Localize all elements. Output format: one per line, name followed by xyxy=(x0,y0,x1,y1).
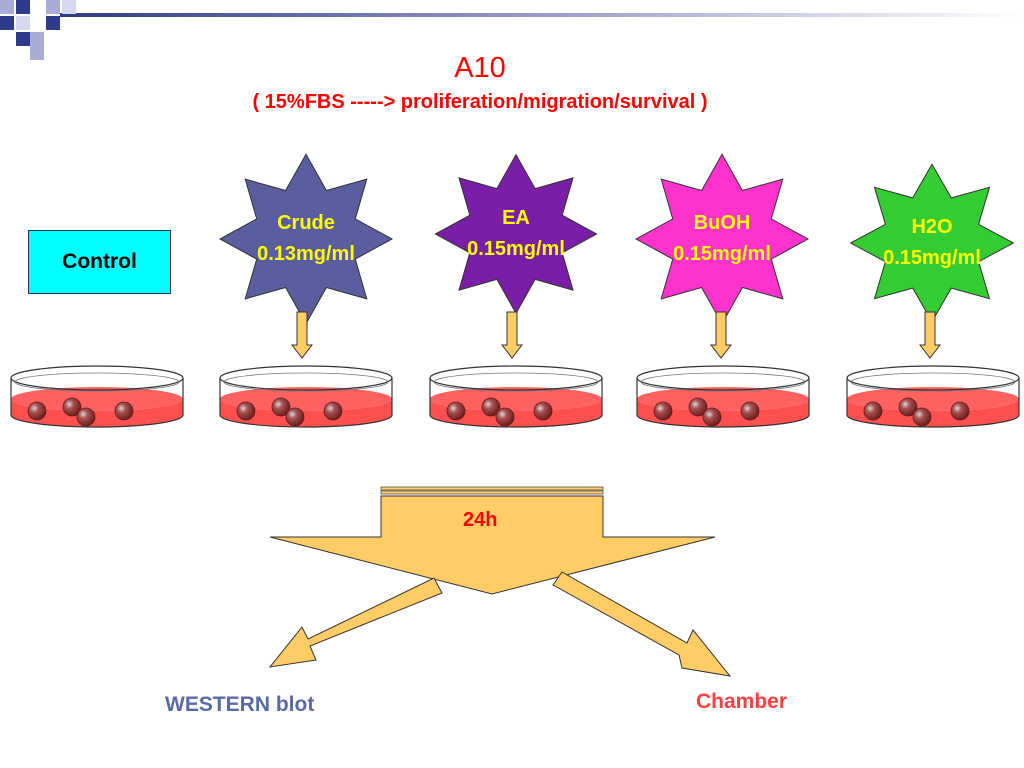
down-arrow xyxy=(918,311,942,359)
cell xyxy=(27,401,47,421)
cell xyxy=(898,397,918,417)
treatment-name: BuOH xyxy=(693,212,751,234)
control-label: Control xyxy=(62,250,137,273)
incubation-label: 24h xyxy=(463,509,498,531)
cell xyxy=(285,407,305,427)
header-line xyxy=(60,13,1024,17)
cell xyxy=(271,397,291,417)
petri-dish xyxy=(10,365,184,428)
petri-dish xyxy=(429,365,603,428)
cell xyxy=(688,397,708,417)
corner-square xyxy=(46,16,60,30)
cell xyxy=(653,401,673,421)
corner-square xyxy=(16,32,30,46)
treatment-dose: 0.15mg/ml xyxy=(467,238,565,260)
corner-square xyxy=(46,0,60,14)
corner-square xyxy=(62,0,76,14)
corner-square xyxy=(0,16,14,30)
cell xyxy=(446,401,466,421)
control-box: Control xyxy=(28,230,171,294)
treatment-name: EA xyxy=(502,207,530,229)
incubation-arrow xyxy=(269,486,716,595)
arrow-to-chamber xyxy=(552,571,732,677)
corner-square xyxy=(30,32,44,46)
cell xyxy=(863,401,883,421)
cell xyxy=(740,401,760,421)
corner-square xyxy=(16,16,30,30)
treatment-dose: 0.15mg/ml xyxy=(673,243,771,265)
down-arrow xyxy=(709,311,733,359)
corner-square xyxy=(30,46,44,60)
treatment-label: EA 0.15mg/ml xyxy=(426,203,606,265)
down-arrow xyxy=(500,311,524,359)
treatment-dose: 0.15mg/ml xyxy=(883,247,981,269)
treatment-name: Crude xyxy=(277,212,335,234)
cell xyxy=(702,407,722,427)
cell xyxy=(912,407,932,427)
corner-square xyxy=(16,0,30,14)
cell xyxy=(533,401,553,421)
treatment-label: H2O 0.15mg/ml xyxy=(842,212,1022,274)
cell xyxy=(114,401,134,421)
corner-square xyxy=(0,0,14,14)
cell xyxy=(950,401,970,421)
arrow-to-western xyxy=(268,577,443,668)
treatment-name: H2O xyxy=(911,216,953,238)
cell xyxy=(76,407,96,427)
cell xyxy=(323,401,343,421)
treatment-dose: 0.13mg/ml xyxy=(257,243,355,265)
petri-dish xyxy=(846,365,1020,428)
chamber-label: Chamber xyxy=(696,690,788,713)
treatment-label: BuOH 0.15mg/ml xyxy=(632,208,812,270)
cell xyxy=(62,397,82,417)
down-arrow xyxy=(290,311,314,359)
cell xyxy=(495,407,515,427)
petri-dish xyxy=(636,365,810,428)
corner-decoration xyxy=(0,0,1024,60)
cell xyxy=(236,401,256,421)
cell xyxy=(481,397,501,417)
western-blot-label: WESTERN blot xyxy=(165,693,315,716)
slide-title: A10 xyxy=(454,52,506,84)
treatment-label: Crude 0.13mg/ml xyxy=(216,208,396,270)
petri-dish xyxy=(219,365,393,428)
slide-subtitle: ( 15%FBS -----> proliferation/migration/… xyxy=(252,91,708,113)
